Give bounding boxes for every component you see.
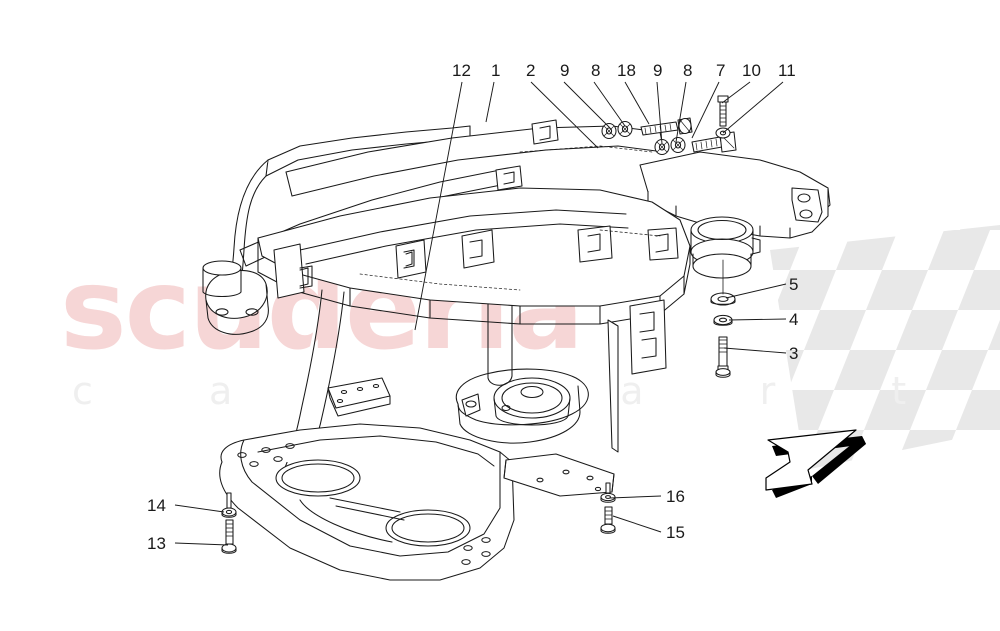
callout-2[interactable]: 2 [526, 61, 536, 80]
center-vertical-leg [487, 303, 513, 386]
leader-line-8 [593, 81, 626, 127]
leader-line-9 [656, 81, 663, 145]
subframe-left-tube-arm [202, 125, 471, 335]
leader-line-11 [722, 81, 784, 134]
leader-line-14 [174, 504, 225, 513]
leader-line-12 [414, 81, 463, 331]
hidden-edge-lines [359, 145, 661, 291]
center-bushing-mount [455, 368, 589, 444]
lower-right-hardware [600, 482, 616, 534]
leader-line-5 [725, 283, 787, 299]
leader-line-1 [485, 81, 495, 123]
leader-line-2 [530, 81, 599, 149]
right-lower-tie-plate [503, 453, 615, 497]
callout-15[interactable]: 15 [666, 523, 685, 542]
rear-bushing-mount-right [690, 216, 761, 279]
callout-5[interactable]: 5 [789, 275, 799, 294]
callout-7[interactable]: 7 [716, 61, 726, 80]
leader-line-7 [691, 81, 720, 139]
lower-left-hardware [221, 492, 237, 554]
leader-line-9 [563, 81, 611, 129]
callout-9-a[interactable]: 9 [560, 61, 570, 80]
callout-11[interactable]: 11 [778, 61, 796, 80]
lower-crossmember [219, 423, 515, 581]
leader-line-3 [723, 347, 787, 354]
callout-18[interactable]: 18 [617, 61, 636, 80]
top-small-brackets [495, 119, 559, 191]
leader-line-10 [721, 81, 751, 104]
right-hardware-stack [710, 259, 736, 378]
leader-line-13 [174, 542, 229, 546]
callout-14[interactable]: 14 [147, 496, 166, 515]
leader-line-18 [624, 81, 650, 125]
callout-10[interactable]: 10 [742, 61, 761, 80]
callout-1[interactable]: 1 [491, 61, 501, 80]
callout-16[interactable]: 16 [666, 487, 685, 506]
leader-line-4 [728, 318, 787, 321]
callout-9-b[interactable]: 9 [653, 61, 663, 80]
subframe-right-wing [639, 151, 831, 239]
subframe-bracket-clips [395, 225, 679, 279]
callout-4[interactable]: 4 [789, 310, 799, 329]
subframe-left-panel [273, 243, 313, 299]
leader-line-8 [675, 81, 687, 143]
right-lower-plate [607, 299, 667, 453]
callout-13[interactable]: 13 [147, 534, 166, 553]
small-mounting-plate-left [327, 377, 391, 417]
callout-8-a[interactable]: 8 [591, 61, 601, 80]
leader-line-15 [612, 515, 662, 533]
callout-8-b[interactable]: 8 [683, 61, 693, 80]
callout-3[interactable]: 3 [789, 344, 799, 363]
callout-12[interactable]: 12 [452, 61, 471, 80]
leader-line-16 [609, 495, 662, 499]
